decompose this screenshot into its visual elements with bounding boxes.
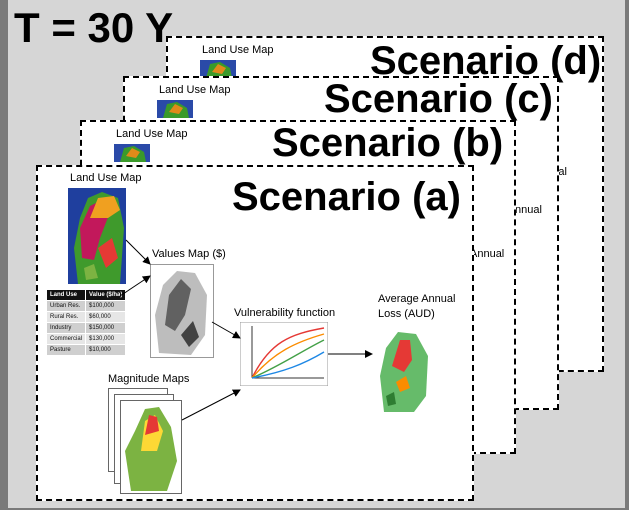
land-use-map-label: Land Use Map (116, 128, 188, 140)
table-row: Rural Res.$60,000 (45, 311, 127, 323)
vulnerability-function-chart (240, 322, 328, 386)
table-cell: $60,000 (85, 311, 127, 323)
page-title: T = 30 Y (14, 4, 174, 51)
table-row: Pasture$10,000 (45, 344, 127, 356)
table-cell: Urban Res. (45, 300, 87, 312)
table-cell: $100,000 (85, 300, 127, 312)
scenario-a-title: Scenario (a) (232, 175, 461, 219)
scenario-d-title: Scenario (d) (370, 39, 602, 83)
land-use-map-thumbnail (157, 100, 193, 118)
table-header: Value ($/ha) (85, 289, 127, 301)
scenario-b-title: Scenario (b) (272, 121, 504, 165)
land-use-map-label: Land Use Map (70, 172, 142, 184)
values-map-label: Values Map ($) (152, 248, 226, 260)
table-row: Commercial$130,000 (45, 333, 127, 345)
scenario-c-title: Scenario (c) (324, 77, 553, 121)
table-cell: Commercial (45, 333, 87, 345)
table-cell: $10,000 (85, 344, 127, 356)
vulnerability-function-label: Vulnerability function (234, 307, 336, 319)
magnitude-map-front (120, 400, 182, 494)
average-annual-loss-label: Average Annual (378, 293, 456, 305)
land-use-map-image (68, 188, 126, 284)
annual-loss-fragment: Annual (470, 248, 505, 260)
table-cell: $130,000 (85, 333, 127, 345)
land-use-map-thumbnail (114, 144, 150, 162)
annual-loss-fragment: nnual (515, 204, 542, 216)
average-annual-loss-map (376, 326, 432, 414)
magnitude-maps-label: Magnitude Maps (108, 373, 190, 385)
table-cell: Pasture (45, 344, 87, 356)
values-map-image (150, 264, 214, 358)
land-use-map-label: Land Use Map (159, 84, 231, 96)
average-annual-loss-label-line2: Loss (AUD) (378, 308, 435, 320)
table-cell: Rural Res. (45, 311, 87, 323)
land-use-map-label: Land Use Map (202, 44, 274, 56)
table-row: Industry$150,000 (45, 322, 127, 334)
table-cell: $150,000 (85, 322, 127, 334)
table-row: Urban Res.$100,000 (45, 300, 127, 312)
land-use-map-thumbnail (200, 60, 236, 78)
table-header: Land Use (45, 289, 87, 301)
land-use-value-table: Land Use Value ($/ha) Urban Res.$100,000… (45, 289, 127, 356)
table-cell: Industry (45, 322, 87, 334)
